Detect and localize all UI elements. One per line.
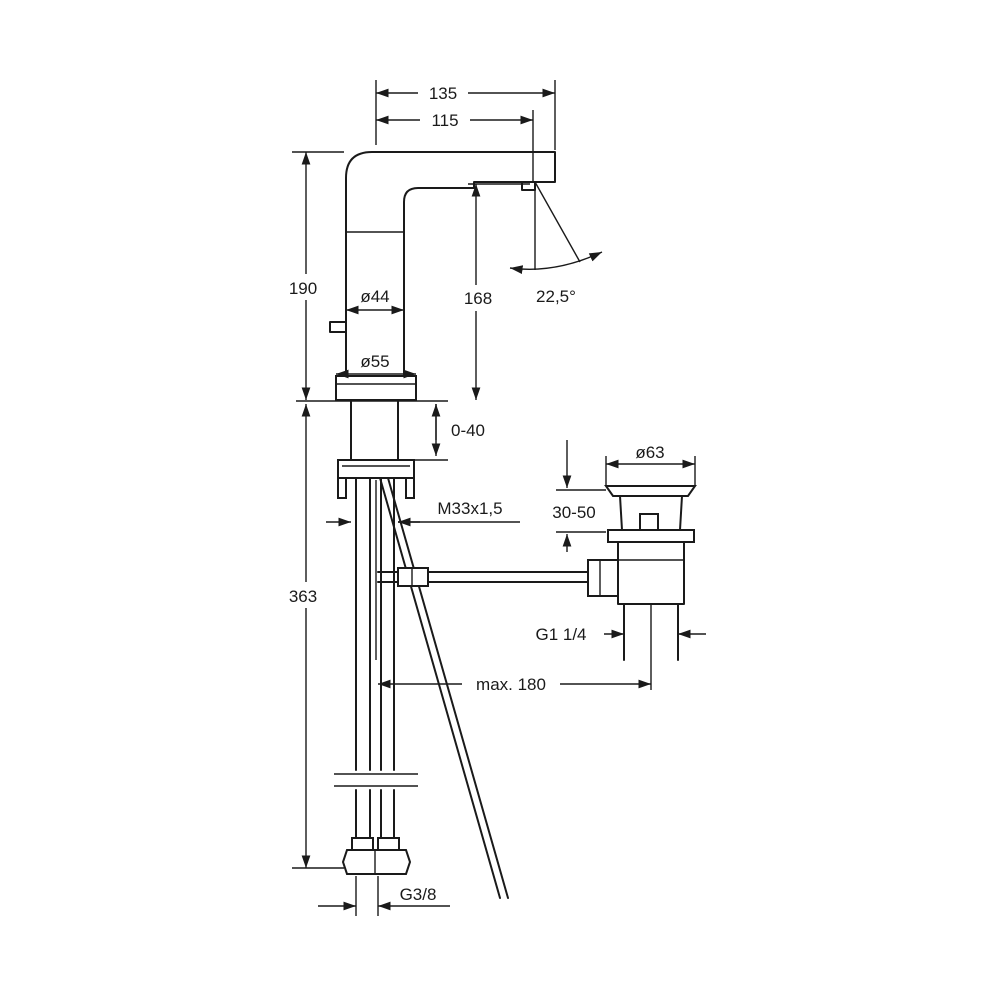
below-deck-assembly [296, 400, 509, 899]
waste-fitting [587, 485, 697, 690]
dim-rod-reach: max. 180 [476, 675, 546, 694]
faucet-body [329, 151, 556, 401]
dim-waste-height: 30-50 [552, 503, 595, 522]
dim-total-height: 190 [289, 279, 317, 298]
dim-below-deck-length: 363 [289, 587, 317, 606]
dimension-lines [280, 80, 706, 916]
dim-waste-diameter: ø63 [635, 443, 664, 462]
dim-overall-reach: 135 [429, 84, 457, 103]
dim-outlet-height: 168 [464, 289, 492, 308]
dim-mounting-thread: M33x1,5 [437, 499, 502, 518]
dim-body-diameter: ø44 [360, 287, 389, 306]
dim-deck-thickness: 0-40 [451, 421, 485, 440]
dim-base-diameter: ø55 [360, 352, 389, 371]
linkage-rod [377, 567, 601, 587]
dim-connection-thread: G3/8 [400, 885, 437, 904]
dim-spout-reach: 115 [431, 111, 458, 130]
dimension-labels: 135 115 190 168 22,5° ø44 ø55 0-40 M33x1… [289, 84, 665, 904]
dim-waste-thread: G1 1/4 [535, 625, 586, 644]
dim-spout-angle: 22,5° [536, 287, 576, 306]
